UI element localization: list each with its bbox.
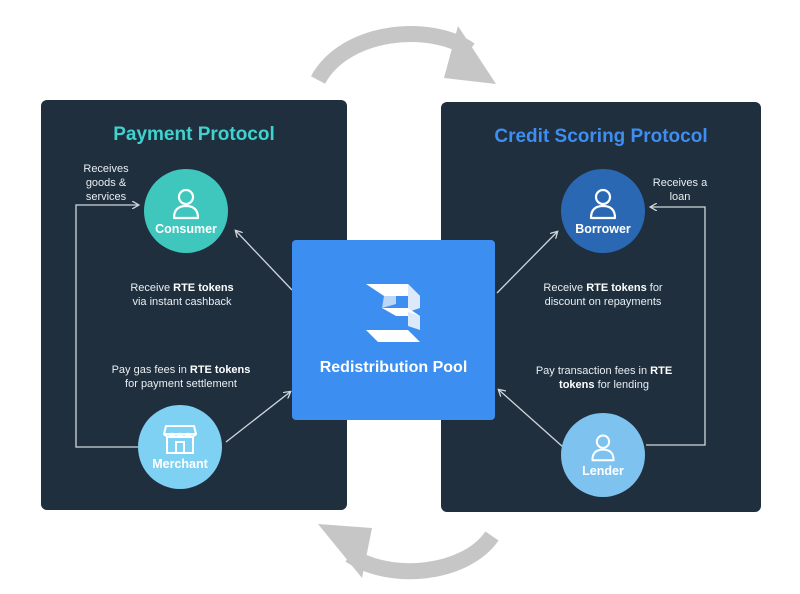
lender-node: Lender [561,413,645,497]
pool-to-consumer-arrow [236,231,293,291]
merchant-to-consumer-connector [75,205,140,448]
payment-protocol-title: Payment Protocol [113,124,275,145]
cycle-arrow-bottom-icon [318,524,499,580]
receives-loan-text: Receives a loan [652,177,708,203]
storefront-icon [163,425,197,454]
discount-text: Receive RTE tokens for discount on repay… [543,282,663,308]
lender-label: Lender [582,464,624,478]
consumer-label: Consumer [155,222,217,236]
pool-to-borrower-arrow [496,232,557,294]
cycle-arrow-top-icon [310,26,496,85]
merchant-to-pool-arrow [225,392,290,443]
credit-scoring-protocol-title: Credit Scoring Protocol [494,126,708,147]
borrower-node: Borrower [561,169,645,253]
gas-fees-text: Pay gas fees in RTE tokens for payment s… [111,364,251,390]
person-icon [591,434,615,462]
receives-goods-text: Receives goods & services [83,163,129,203]
merchant-label: Merchant [152,457,208,471]
consumer-node: Consumer [144,169,228,253]
lender-to-borrower-connector [646,207,706,446]
borrower-label: Borrower [575,222,631,236]
lender-to-pool-arrow [499,390,564,448]
redistribution-pool-label: Redistribution Pool [319,359,468,376]
cashback-text: Receive RTE tokens via instant cashback [130,282,234,308]
transaction-fees-text: Pay transaction fees in RTE tokens for l… [535,365,673,391]
redistribution-pool-box [292,240,495,420]
three-block-logo-icon [366,284,420,342]
merchant-node: Merchant [138,405,222,489]
person-icon [589,188,617,220]
person-icon [172,188,200,220]
